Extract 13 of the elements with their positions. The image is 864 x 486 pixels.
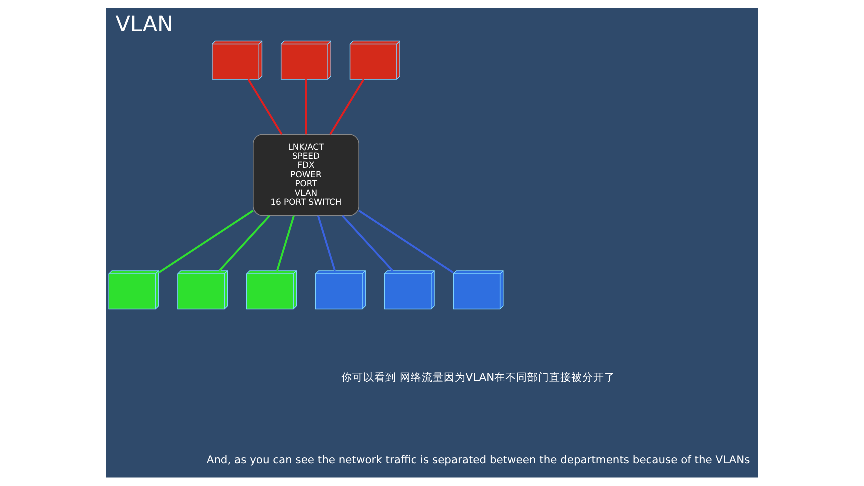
- connector: [342, 215, 394, 272]
- connector: [330, 79, 365, 136]
- connector: [248, 79, 283, 136]
- connector: [218, 215, 270, 272]
- connector: [158, 210, 254, 274]
- label: And, as you can see the network traffic is separated between the departments because of the VLANs: [206, 454, 750, 467]
- label: 你可以看到 网络流量因为VLAN在不同部门直接被分开了: [341, 370, 616, 384]
- connector: [276, 216, 295, 272]
- connector: [305, 80, 308, 135]
- connector: [317, 216, 336, 272]
- node-box: LNK/ACT SPEED FDX POWER PORT VLAN 16 PORT SWITCH: [253, 134, 360, 216]
- diagram-title: VLAN: [116, 12, 174, 38]
- connector: [358, 210, 454, 274]
